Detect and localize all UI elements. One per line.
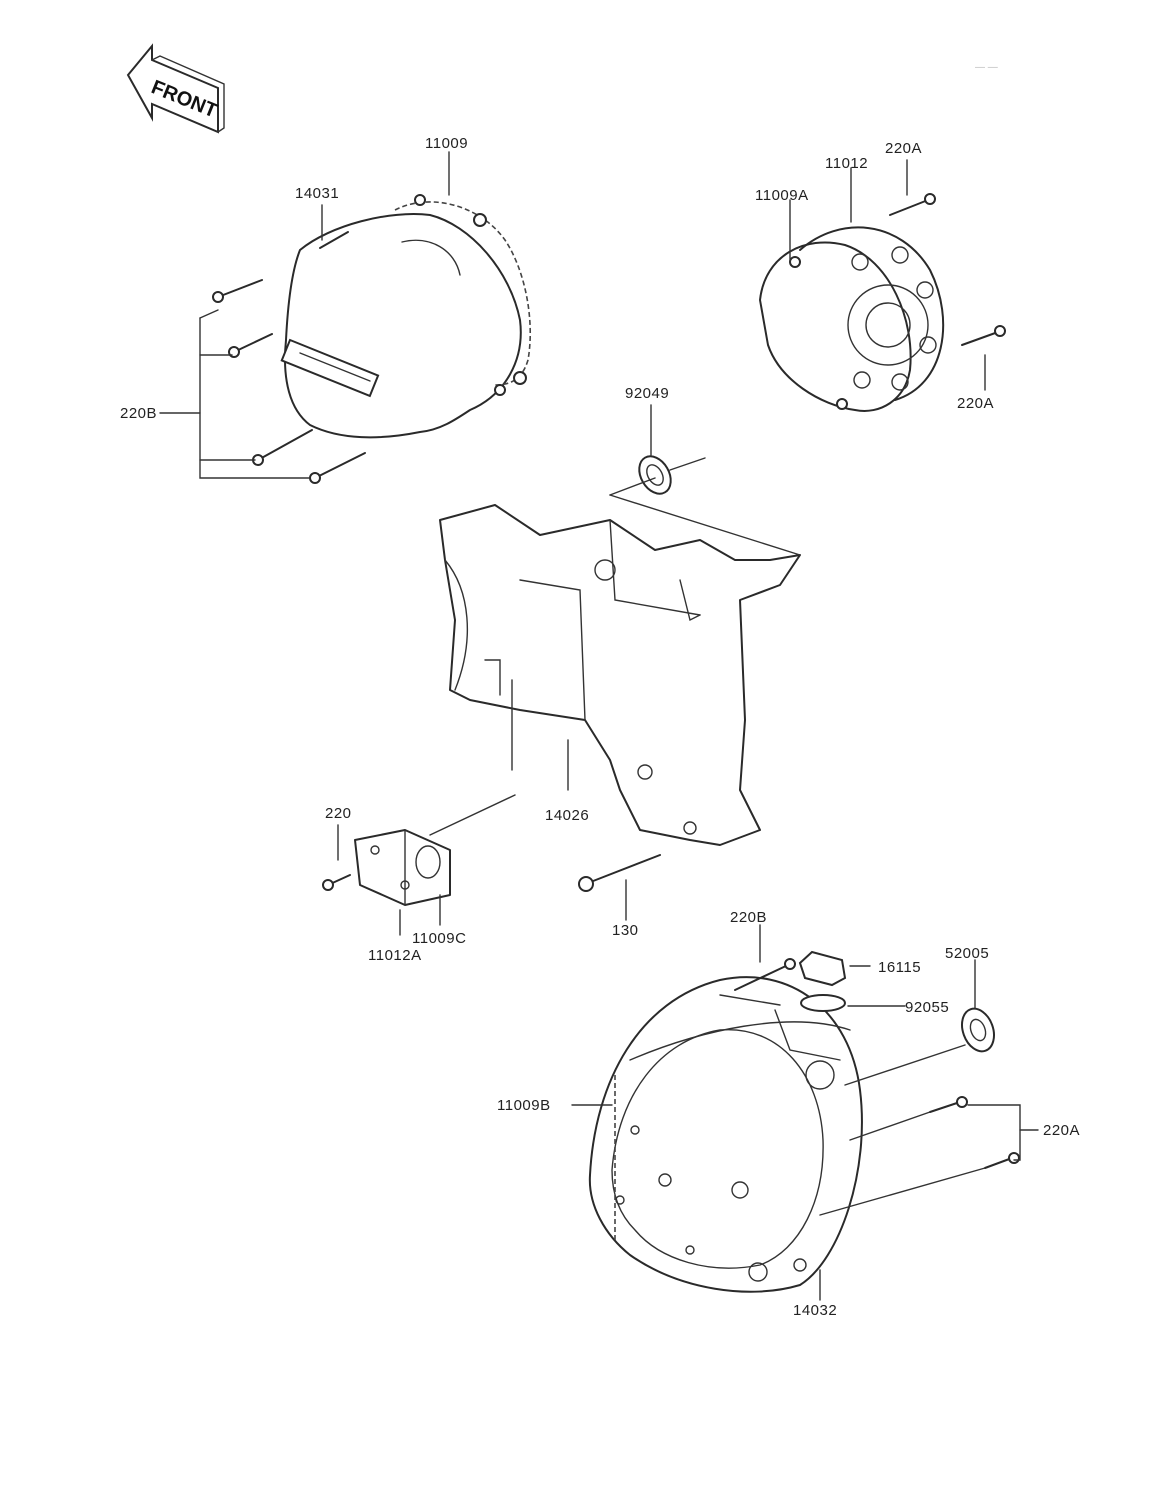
label-14026: 14026 [545, 807, 589, 824]
page-reference: — — [975, 62, 998, 73]
label-11009c: 11009C [412, 930, 466, 947]
plug-16115 [798, 950, 847, 987]
label-11012: 11012 [825, 155, 868, 172]
label-11009: 11009 [425, 135, 468, 152]
right-top-cover [759, 226, 945, 412]
bolt-220a-top [889, 193, 936, 216]
label-52005: 52005 [945, 945, 989, 962]
label-220a-right: 220A [1043, 1122, 1080, 1139]
label-11009b: 11009B [497, 1097, 551, 1114]
bolt-130 [578, 854, 661, 892]
bolt-220b-lower [719, 958, 796, 1006]
oil-seal-92049 [638, 455, 706, 495]
rear-housing-14032 [588, 976, 863, 1293]
label-11009a: 11009A [755, 187, 809, 204]
front-arrow-icon: FRONT [126, 43, 225, 134]
transmission-case-14026 [439, 494, 801, 846]
bolt-220 [322, 874, 351, 891]
bolt-220a-mid [961, 325, 1006, 346]
label-14032: 14032 [793, 1302, 837, 1319]
label-14031: 14031 [295, 185, 339, 202]
label-92055: 92055 [905, 999, 949, 1016]
cap-52005 [844, 1007, 995, 1086]
o-ring-92055 [800, 994, 846, 1012]
label-130: 130 [612, 922, 639, 939]
bracket-11009c [354, 794, 516, 906]
label-220a-top: 220A [885, 140, 922, 157]
label-16115: 16115 [878, 959, 921, 976]
left-engine-cover [280, 194, 531, 439]
label-220: 220 [325, 805, 352, 822]
label-220b-lower: 220B [730, 909, 767, 926]
label-11012a: 11012A [368, 947, 422, 964]
label-220b: 220B [120, 405, 157, 422]
bolts-220a-right [819, 1096, 1020, 1216]
label-220a-mid: 220A [957, 395, 994, 412]
label-92049: 92049 [625, 385, 669, 402]
cover-emblem [280, 338, 380, 398]
